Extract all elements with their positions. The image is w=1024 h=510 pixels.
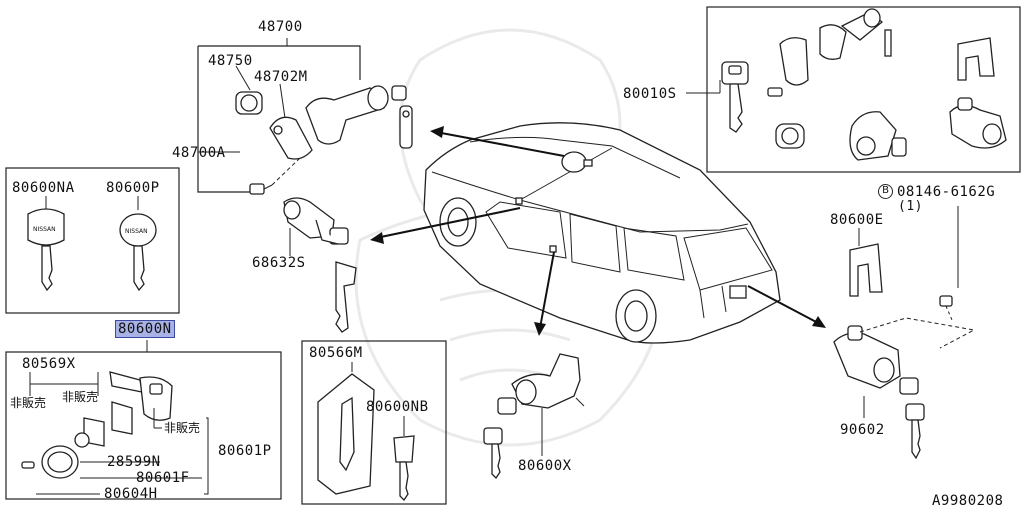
- ignition-lock-kit-icon: [767, 8, 892, 97]
- key-blank-icon: [721, 61, 749, 133]
- label-48750: 48750: [208, 53, 253, 69]
- label-80601P: 80601P: [218, 443, 272, 459]
- svg-text:NISSAN: NISSAN: [125, 228, 148, 235]
- vehicle-wagon-outline: [423, 122, 781, 344]
- trunk-lock-kit-icon: [949, 97, 1007, 149]
- bolt-symbol-b: B: [878, 184, 893, 199]
- trunk-lock-90602-icon: [833, 206, 976, 460]
- label-80600NA: 80600NA: [12, 180, 75, 196]
- key-80600NA-icon: NISSAN: [27, 196, 65, 292]
- label-80569X: 80569X: [22, 356, 76, 372]
- label-80600E: 80600E: [830, 212, 884, 228]
- location-arrows: [370, 126, 826, 336]
- label-48702M: 48702M: [254, 69, 308, 85]
- key-80600P-icon: NISSAN: [119, 196, 157, 292]
- lock-kit-box-80010S: [686, 6, 1021, 173]
- shear-bolt-48700A: [249, 157, 301, 195]
- label-90602: 90602: [840, 422, 885, 438]
- door-lock-68632S-icon: [283, 197, 357, 333]
- key-card-box: [301, 340, 447, 505]
- key-box: NISSAN NISSAN: [5, 167, 180, 314]
- steering-lock-body-48700: [305, 85, 413, 149]
- key-cylinder-48750: [235, 91, 263, 115]
- label-80604H: 80604H: [104, 486, 158, 502]
- remote-key-assembly-icon: [21, 371, 173, 479]
- figure-code: A9980208: [932, 493, 1004, 509]
- label-not-for-sale-1: 非販売: [10, 396, 47, 410]
- label-68632S: 68632S: [252, 255, 306, 271]
- key-card-80566M-icon: [317, 373, 375, 495]
- glove-lock-80600X-icon: [483, 353, 585, 480]
- label-80601F: 80601F: [136, 470, 190, 486]
- label-08146-6162G: 08146-6162G: [897, 184, 996, 200]
- retainer-clip-icon: [957, 37, 995, 81]
- key-80600NB-icon: [393, 416, 415, 502]
- remote-key-box: [5, 340, 282, 500]
- label-48700A: 48700A: [172, 145, 226, 161]
- label-80600NB: 80600NB: [366, 399, 429, 415]
- label-80566M: 80566M: [309, 345, 363, 361]
- label-80600P: 80600P: [106, 180, 160, 196]
- label-not-for-sale-2: 非販売: [62, 390, 99, 404]
- label-80600X: 80600X: [518, 458, 572, 474]
- cylinder-kit-icon: [775, 123, 805, 149]
- label-48700: 48700: [258, 19, 303, 35]
- label-80010S: 80010S: [623, 86, 677, 102]
- label-not-for-sale-3: 非販売: [164, 421, 201, 435]
- door-lock-kit-icon: [849, 111, 907, 161]
- ignition-lock-group: [197, 38, 413, 195]
- clamp-48702M: [269, 116, 313, 160]
- label-80600N-highlighted[interactable]: 80600N: [115, 320, 175, 338]
- label-quantity: (1): [898, 199, 923, 214]
- svg-text:NISSAN: NISSAN: [33, 226, 56, 233]
- label-28599N: 28599N: [107, 454, 161, 470]
